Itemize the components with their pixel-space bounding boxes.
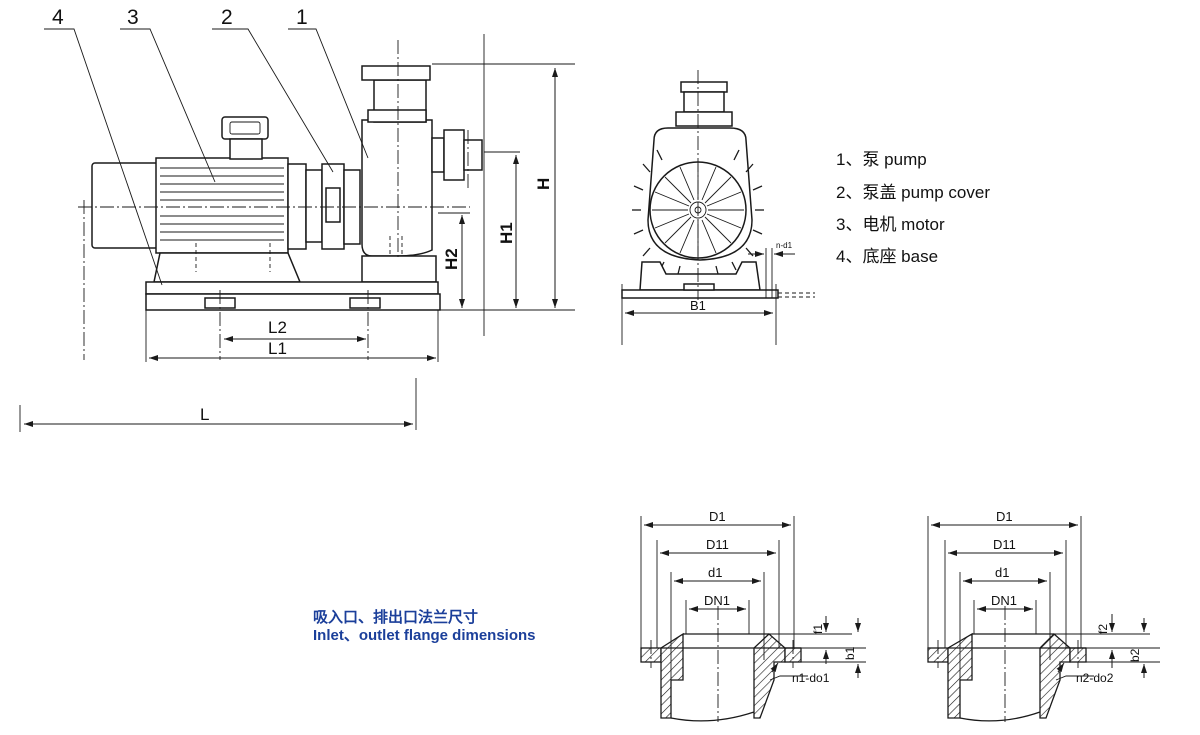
- outlet-label-f: f2: [1096, 624, 1110, 634]
- front-view: [621, 70, 815, 345]
- leader-3: [120, 28, 216, 183]
- legend-item-motor: 3、电机 motor: [836, 215, 945, 234]
- inlet-label-d1: d1: [708, 565, 722, 580]
- flange-title-en: Inlet、outlet flange dimensions: [313, 627, 536, 644]
- outlet-label-DN: DN1: [991, 593, 1017, 608]
- front-inlet-pipe: [683, 91, 725, 113]
- dim-label-n-d1: n-d1: [776, 241, 793, 250]
- legend-item-pump-cover: 2、泵盖 pump cover: [836, 183, 990, 202]
- side-view: [19, 28, 575, 432]
- terminal-box: [229, 138, 263, 160]
- dim-label-B1: B1: [690, 298, 706, 313]
- motor-support: [153, 252, 302, 283]
- front-top-flange: [680, 81, 728, 93]
- coupling-left: [305, 169, 323, 243]
- leader-1: [288, 28, 369, 159]
- flange-title-cn: 吸入口、排出口法兰尺寸: [313, 608, 478, 626]
- motor-body: [155, 157, 289, 254]
- inlet-label-f: f1: [811, 624, 825, 634]
- shaft-seal: [325, 187, 341, 223]
- outlet-flange-section: [927, 516, 1160, 722]
- terminal-box-cap: [221, 116, 269, 140]
- pump-side-stub: [431, 137, 445, 173]
- inlet-label-DN: DN1: [704, 593, 730, 608]
- front-base-center: [683, 283, 715, 291]
- dim-label-L: L: [200, 405, 209, 424]
- motor-fins: [160, 167, 284, 241]
- front-inlet-base: [675, 111, 733, 127]
- outlet-label-D11: D11: [993, 537, 1016, 552]
- leader-4: [44, 28, 163, 286]
- dim-label-L1: L1: [268, 339, 287, 358]
- dim-label-H2: H2: [442, 248, 461, 270]
- inlet-label-D11: D11: [706, 537, 729, 552]
- legend-item-base: 4、底座 base: [836, 247, 938, 266]
- base-bolt-right: [349, 297, 381, 309]
- pump-foot: [361, 255, 437, 283]
- dim-label-L2: L2: [268, 318, 287, 337]
- inlet-label-n-do: n1-do1: [792, 671, 830, 685]
- legend-item-pump: 1、泵 pump: [836, 150, 927, 169]
- inlet-flange-section: [640, 516, 866, 722]
- part-number-1: 1: [296, 6, 308, 29]
- pump-body: [361, 119, 433, 257]
- motor-flange: [287, 163, 307, 250]
- dim-label-H1: H1: [497, 222, 516, 244]
- part-number-3: 3: [127, 6, 139, 29]
- front-base-plate: [621, 289, 779, 299]
- base-plate: [145, 293, 441, 311]
- dim-label-H: H: [534, 178, 553, 190]
- inlet-flange: [361, 65, 431, 81]
- front-motor-fins: [632, 149, 764, 275]
- outlet-label-D1: D1: [996, 509, 1013, 524]
- outlet-label-d1: d1: [995, 565, 1009, 580]
- outlet-label-n-do: n2-do2: [1076, 671, 1114, 685]
- part-number-2: 2: [221, 6, 233, 29]
- pump-side-flange: [443, 129, 465, 181]
- inlet-flange-wall-left: [660, 632, 684, 719]
- motor-fan-cover: [91, 162, 159, 249]
- part-number-4: 4: [52, 6, 64, 29]
- inlet-label-D1: D1: [709, 509, 726, 524]
- inlet-label-b: b1: [843, 646, 857, 660]
- base-top: [145, 281, 439, 295]
- inlet-base-flange: [367, 109, 427, 123]
- leader-2: [212, 28, 334, 173]
- outlet-label-b: b2: [1128, 648, 1142, 662]
- pump-side-plug: [463, 139, 483, 171]
- front-fan-ribs: [652, 164, 744, 256]
